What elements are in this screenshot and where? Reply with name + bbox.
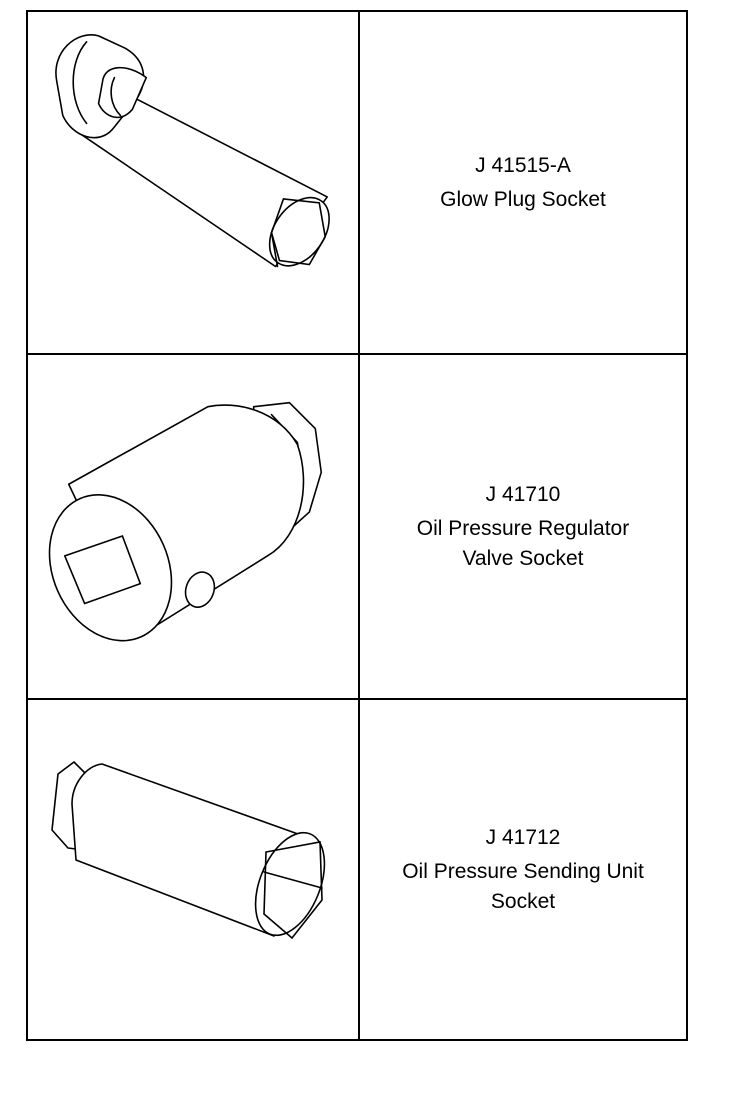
tool-info-cell: J 41712 Oil Pressure Sending Unit Socket <box>360 700 686 1039</box>
tool-row: J 41710 Oil Pressure Regulator Valve Soc… <box>28 355 686 700</box>
tool-description: Oil Pressure Sending Unit Socket <box>402 859 644 913</box>
tool-description: Glow Plug Socket <box>440 187 606 211</box>
tool-info-cell: J 41710 Oil Pressure Regulator Valve Soc… <box>360 355 686 698</box>
oil-pressure-regulator-valve-socket-icon <box>48 401 323 642</box>
part-number: J 41710 <box>485 482 561 506</box>
part-number: J 41712 <box>485 825 561 849</box>
tool-info-cell: J 41515-A Glow Plug Socket <box>360 12 686 353</box>
oil-pressure-sending-unit-socket-icon <box>51 761 326 940</box>
tool-image-cell <box>28 355 360 698</box>
tool-row: J 41515-A Glow Plug Socket <box>28 12 686 355</box>
part-number: J 41515-A <box>475 153 571 177</box>
tool-description: Oil Pressure Regulator Valve Socket <box>416 516 630 570</box>
tool-row: J 41712 Oil Pressure Sending Unit Socket <box>28 700 686 1039</box>
tool-image-cell <box>28 12 360 353</box>
tool-table: J 41515-A Glow Plug Socket J 41710 Oil <box>26 10 688 1041</box>
tool-image-cell <box>28 700 360 1039</box>
glow-plug-socket-icon <box>55 34 330 268</box>
